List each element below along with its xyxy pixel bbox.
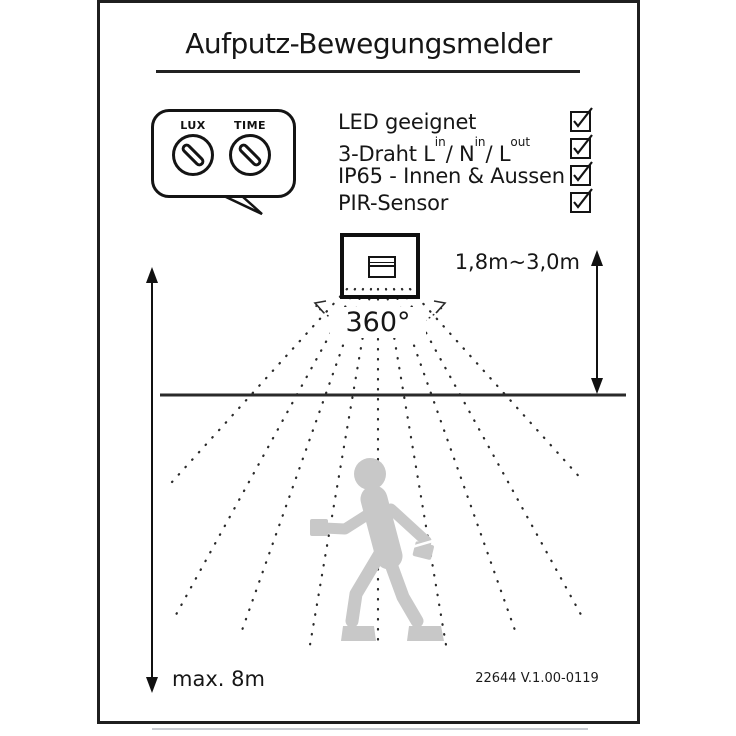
- checkbox-led: [570, 107, 593, 132]
- checkmark-icon: [573, 107, 593, 128]
- lens-line: [370, 265, 394, 267]
- feature-item-wiring: 3-Draht Lin/ Nin/ Lout: [338, 135, 568, 166]
- checkbox-wiring: [570, 134, 593, 159]
- feature-item-pir: PIR-Sensor: [338, 191, 568, 215]
- feature-label: LED geeignet: [338, 110, 477, 134]
- version-code: 22644 V.1.00-0119: [475, 671, 599, 686]
- superscript: in: [474, 135, 486, 149]
- checkmark-icon: [573, 134, 593, 155]
- feature-item-led: LED geeignet: [338, 110, 568, 134]
- feature-label: IP65 - Innen & Aussen: [338, 164, 565, 188]
- time-dial: [229, 134, 271, 176]
- rotation-label: 360°: [330, 307, 426, 338]
- feature-label: 3-Draht L: [338, 142, 435, 166]
- mounting-height-label: 1,8m~3,0m: [454, 250, 580, 274]
- screw-slot-icon: [179, 141, 207, 169]
- checkbox-ip65: [570, 161, 593, 186]
- time-dial-label: TIME: [233, 119, 267, 132]
- feature-label: / N: [445, 142, 475, 166]
- frame-shadow: [152, 728, 588, 730]
- max-range-label: max. 8m: [172, 667, 265, 691]
- checkmark-icon: [573, 161, 593, 182]
- screw-slot-icon: [236, 141, 264, 169]
- checkmark-icon: [573, 188, 593, 209]
- lens-line: [370, 261, 394, 263]
- page-title: Aufputz-Bewegungsmelder: [185, 27, 552, 60]
- lux-dial-label: LUX: [180, 119, 206, 132]
- feature-item-ip65: IP65 - Innen & Aussen: [338, 164, 568, 188]
- feature-label: / L: [485, 142, 511, 166]
- checkbox-pir: [570, 188, 593, 213]
- sensor-device: [340, 233, 420, 299]
- title-underline: [156, 70, 580, 73]
- sheet-frame: [97, 0, 640, 724]
- feature-label: PIR-Sensor: [338, 191, 449, 215]
- sensor-lens: [368, 256, 396, 278]
- lux-dial: [172, 134, 214, 176]
- superscript: out: [510, 135, 531, 149]
- superscript: in: [434, 135, 446, 149]
